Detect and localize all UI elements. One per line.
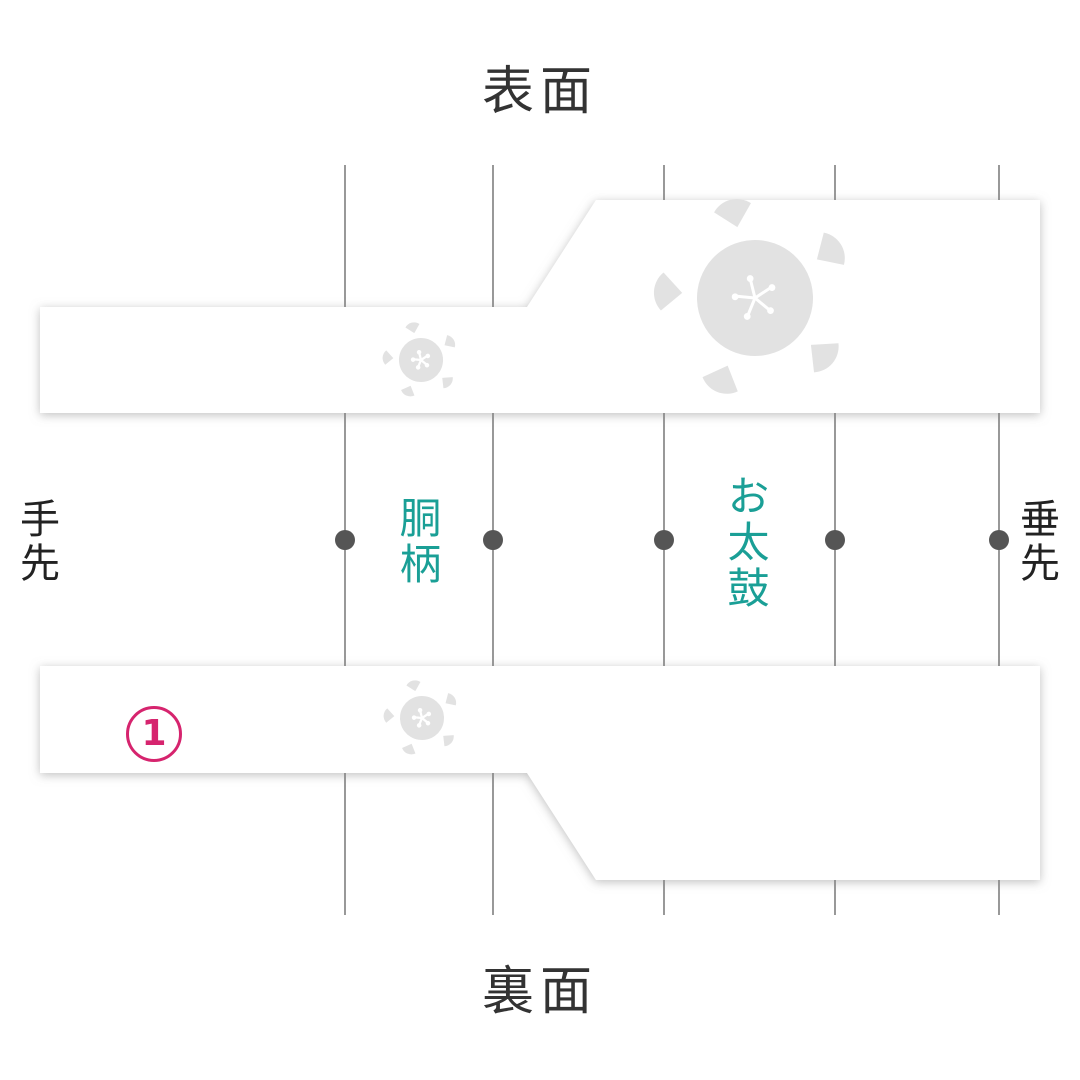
- cherry-blossom-icon: [631, 175, 877, 414]
- marker-dot: [825, 530, 845, 550]
- marker-dot: [989, 530, 1009, 550]
- cherry-blossom-icon: [375, 671, 469, 762]
- step-number-badge: 1: [126, 706, 182, 762]
- marker-dot: [654, 530, 674, 550]
- marker-dot: [483, 530, 503, 550]
- back-obi-band: [40, 666, 1040, 880]
- marker-dots: [335, 530, 1009, 550]
- front-obi-band: [40, 200, 1040, 413]
- back-side-title: 裏面: [481, 962, 598, 1022]
- torso-pattern-section-label: 胴柄: [393, 496, 442, 588]
- taresaki-end-label: 垂先: [1013, 498, 1059, 586]
- cherry-blossom-icon: [374, 313, 468, 404]
- marker-dot: [335, 530, 355, 550]
- front-side-title: 表面: [481, 62, 598, 122]
- tesaki-end-label: 手先: [13, 498, 59, 586]
- otaiko-section-label: お太鼓: [721, 474, 770, 612]
